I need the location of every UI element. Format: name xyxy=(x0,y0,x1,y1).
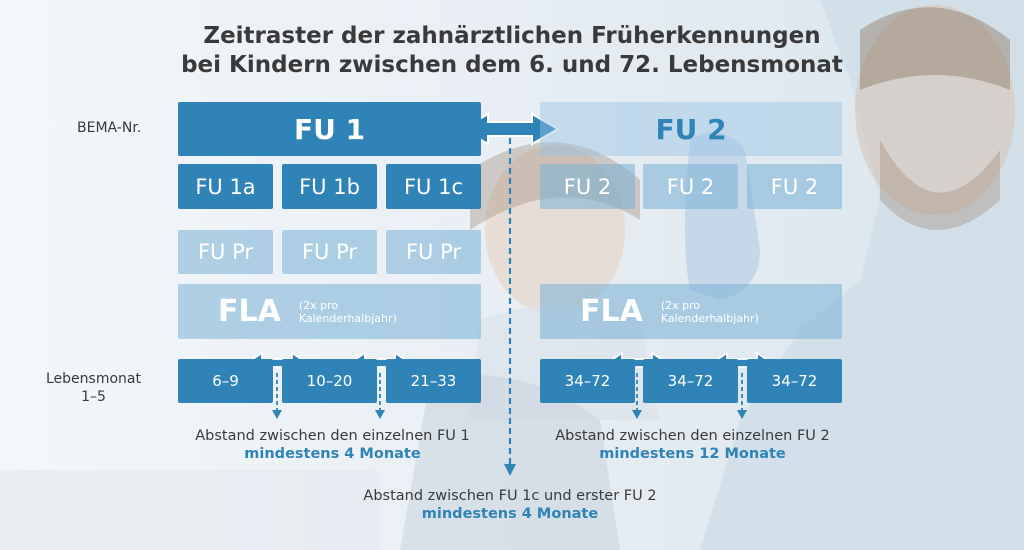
fu2-sub-box-1: FU 2 xyxy=(540,164,635,209)
lebensmonat-label-line-2: 1–5 xyxy=(81,389,106,405)
note-center-line-1: Abstand zwischen FU 1c und erster FU 2 xyxy=(363,488,657,504)
fu-pr-box-3: FU Pr xyxy=(386,230,481,274)
fu1b-box: FU 1b xyxy=(282,164,377,209)
note-center: Abstand zwischen FU 1c und erster FU 2 m… xyxy=(320,487,700,523)
lebensmonat-label: Lebensmonat 1–5 xyxy=(46,370,141,406)
note-fu2: Abstand zwischen den einzelnen FU 2 mind… xyxy=(520,427,865,463)
note-fu2-line-1: Abstand zwischen den einzelnen FU 2 xyxy=(555,428,830,444)
fla-note-right-line-2: Kalenderhalbjahr) xyxy=(660,311,759,325)
fla-box-left: FLA (2x pro Kalenderhalbjahr) xyxy=(178,284,481,339)
title-line-1: Zeitraster der zahnärztlichen Früherkenn… xyxy=(203,23,821,49)
fu1c-box: FU 1c xyxy=(386,164,481,209)
fla-box-right: FLA (2x pro Kalenderhalbjahr) xyxy=(540,284,842,339)
age-box-fu1b: 10–20 xyxy=(282,359,377,403)
note-fu2-line-2: mindestens 12 Monate xyxy=(599,446,786,462)
fla-label-right: FLA xyxy=(580,294,643,329)
fu-pr-box-2: FU Pr xyxy=(282,230,377,274)
note-center-line-2: mindestens 4 Monate xyxy=(421,506,599,522)
bema-label: BEMA-Nr. xyxy=(77,120,142,136)
fla-label-left: FLA xyxy=(218,294,281,329)
note-fu1-line-2: mindestens 4 Monate xyxy=(244,446,421,462)
fu1-main-box: FU 1 xyxy=(178,102,481,156)
fla-note-left-line-1: (2x pro xyxy=(298,298,339,312)
fu-pr-box-1: FU Pr xyxy=(178,230,273,274)
age-box-fu1a: 6–9 xyxy=(178,359,273,403)
lebensmonat-label-line-1: Lebensmonat xyxy=(46,371,141,387)
fla-note-right: (2x pro Kalenderhalbjahr) xyxy=(661,299,759,325)
fu2-sub-box-3: FU 2 xyxy=(747,164,842,209)
fu2-sub-box-2: FU 2 xyxy=(643,164,738,209)
age-box-fu2-2: 34–72 xyxy=(643,359,738,403)
age-box-fu2-3: 34–72 xyxy=(747,359,842,403)
fla-note-left: (2x pro Kalenderhalbjahr) xyxy=(299,299,397,325)
fu1a-box: FU 1a xyxy=(178,164,273,209)
note-fu1: Abstand zwischen den einzelnen FU 1 mind… xyxy=(160,427,505,463)
title-line-2: bei Kindern zwischen dem 6. und 72. Lebe… xyxy=(181,52,843,78)
note-fu1-line-1: Abstand zwischen den einzelnen FU 1 xyxy=(195,428,470,444)
fla-note-right-line-1: (2x pro xyxy=(660,298,701,312)
age-box-fu1c: 21–33 xyxy=(386,359,481,403)
age-box-fu2-1: 34–72 xyxy=(540,359,635,403)
fla-note-left-line-2: Kalenderhalbjahr) xyxy=(298,311,397,325)
fu2-main-box: FU 2 xyxy=(540,102,842,156)
